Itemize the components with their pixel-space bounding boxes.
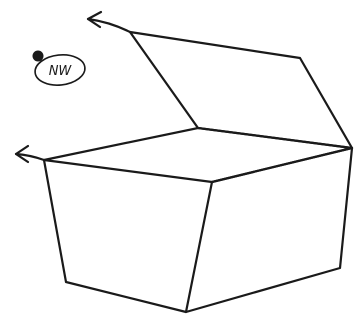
nw-badge: NW [33, 51, 87, 88]
box-lid [130, 32, 352, 148]
lid-outline [130, 32, 352, 148]
badge-label: NW [49, 64, 73, 79]
box-top-edge [44, 128, 352, 182]
badge-dot [33, 51, 44, 62]
lid-arrow [88, 12, 130, 32]
box-right-face [186, 148, 352, 312]
lid-arrow-shaft [88, 19, 130, 32]
box-body [44, 128, 352, 312]
box-left-face [44, 160, 212, 312]
box-arrow [16, 146, 44, 162]
